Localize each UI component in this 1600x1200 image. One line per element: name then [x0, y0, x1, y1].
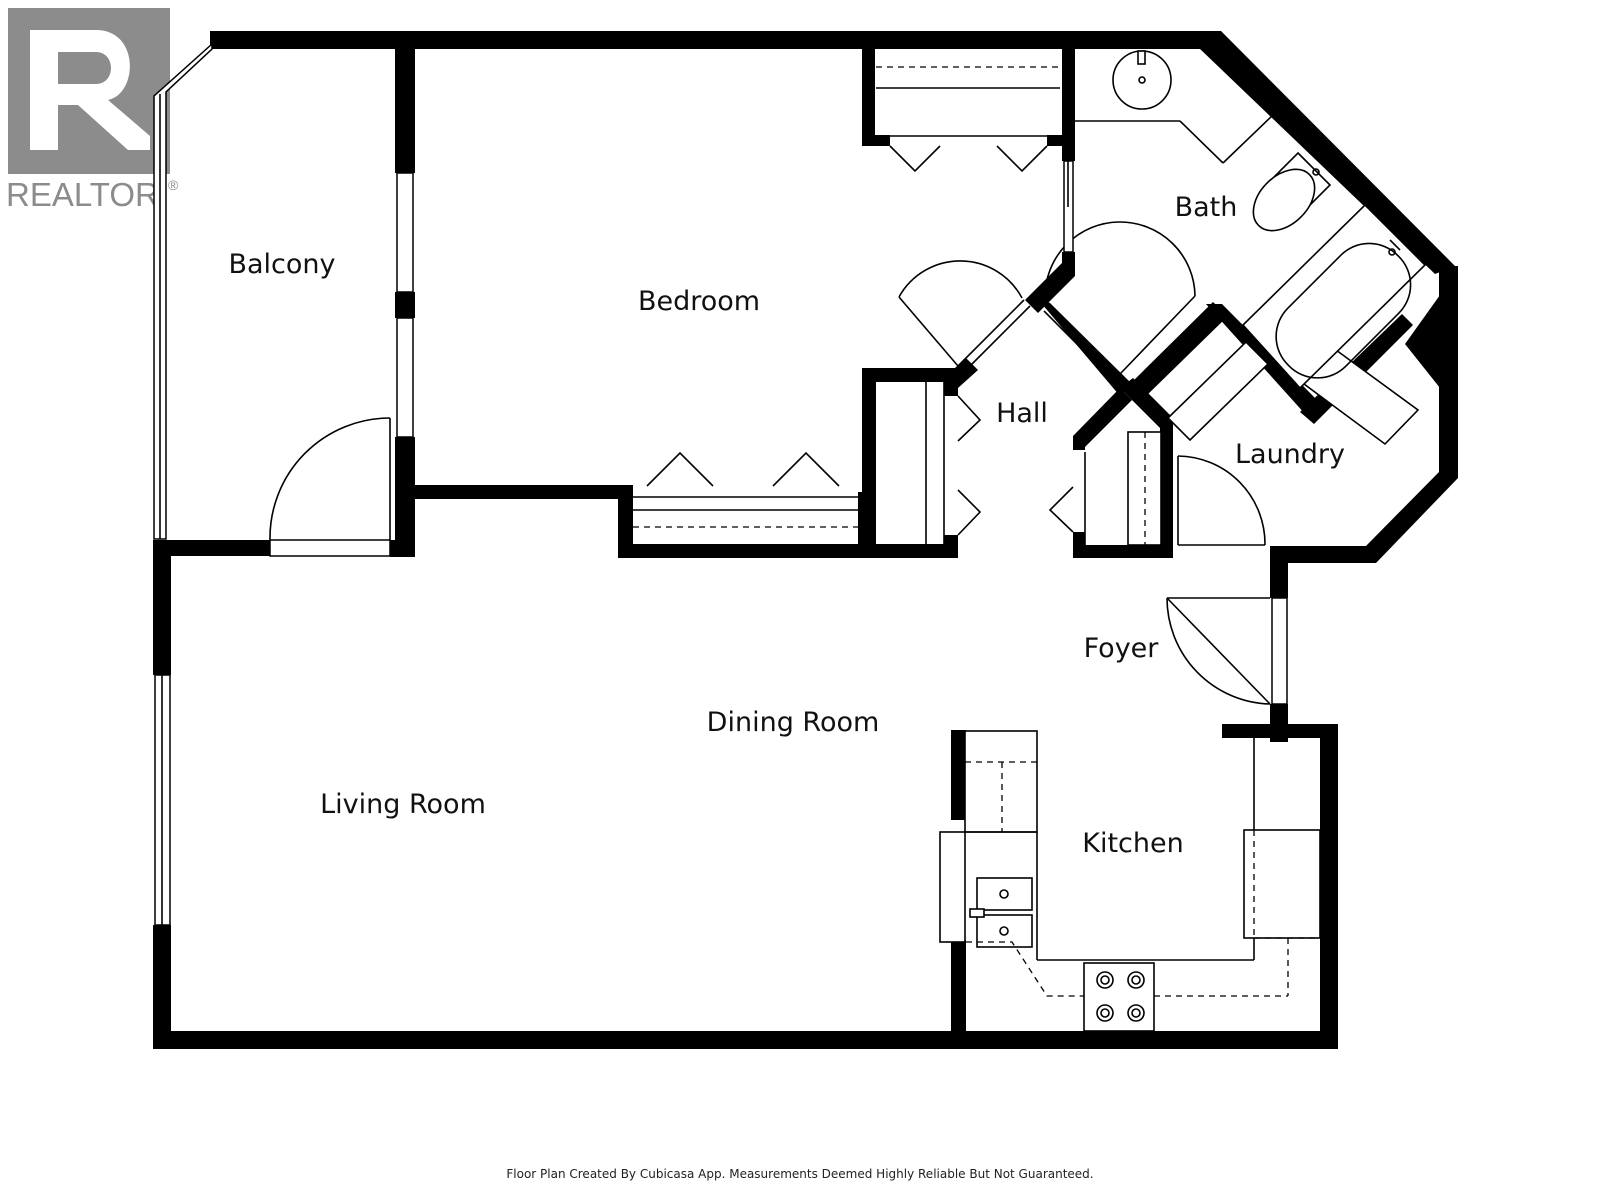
room-label-balcony: Balcony — [228, 249, 335, 280]
room-label-foyer: Foyer — [1084, 633, 1160, 664]
room-label-dining: Dining Room — [707, 707, 880, 738]
room-label-kitchen: Kitchen — [1082, 828, 1183, 859]
room-label-living: Living Room — [320, 789, 486, 820]
room-label-bedroom: Bedroom — [638, 286, 760, 317]
room-label-bath: Bath — [1175, 192, 1238, 223]
room-label-laundry: Laundry — [1235, 439, 1345, 470]
room-labels: Balcony Bedroom Bath Hall Laundry Foyer … — [228, 192, 1345, 859]
room-label-hall: Hall — [996, 398, 1048, 429]
windows — [153, 42, 1288, 926]
realtor-wordmark: REALTOR — [6, 176, 159, 213]
realtor-logo: REALTOR ® — [6, 8, 179, 213]
footer-credit: Floor Plan Created By Cubicasa App. Meas… — [506, 1167, 1094, 1181]
doors — [269, 160, 1271, 705]
registered-mark: ® — [168, 177, 179, 193]
fixtures — [633, 50, 1427, 1032]
